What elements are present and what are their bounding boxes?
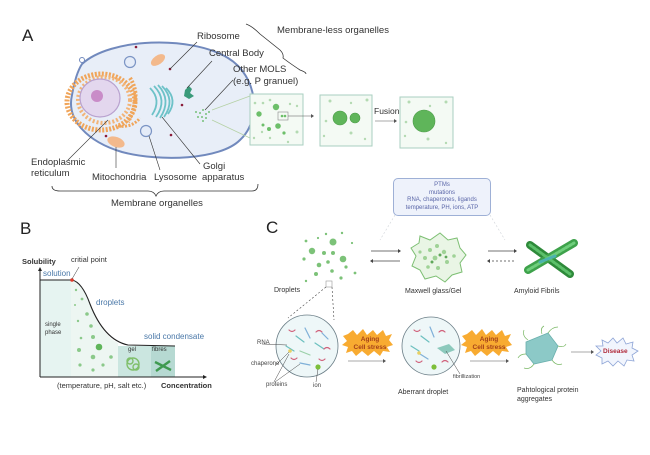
panel-b-letter: B [20, 219, 32, 238]
x-axis-label: Concentration [161, 381, 212, 390]
droplet-interior [275, 314, 339, 378]
membraneless-organelles-title: Membrane-less organelles [277, 25, 389, 36]
other-mols-example-label: (e.g. P granuel) [233, 76, 299, 87]
er-label-line2: reticulum [31, 168, 70, 179]
glass-gel-shape [410, 232, 467, 283]
factor-rna-chaperones-ligands: RNA, chaperones, ligands [407, 197, 477, 203]
pathological-label-line2: aggregates [517, 396, 553, 403]
golgi-label-line2: apparatus [202, 172, 245, 183]
droplet-box-1 [249, 93, 304, 146]
critical-point-marker [70, 278, 74, 282]
ion-label: ion [313, 383, 322, 389]
aberrant-droplet-label: Aberrant droplet [398, 389, 449, 396]
droplet-box-2 [319, 94, 373, 147]
phase-diagram [38, 266, 207, 379]
nucleolus-shape [91, 90, 103, 102]
pathological-label-line1: Pahtological protein [517, 387, 579, 394]
cell-diagram [64, 41, 255, 159]
golgi-shape [149, 84, 174, 119]
x-axis-note: (temperature, pH, salt etc.) [57, 381, 147, 390]
endoplasmic-reticulum-shape [64, 71, 142, 133]
mitochondria-shape [107, 136, 125, 148]
fibres-icon [154, 360, 172, 372]
lysosome-label: Lysosome [154, 172, 197, 183]
droplets-phase-label: droplets [96, 298, 125, 307]
factor-mutations: mutations [428, 189, 455, 196]
chaperone-label: chaperone [251, 361, 280, 367]
mitochondria-label: Mitochondria [92, 172, 147, 183]
fibres-label: fibres [152, 347, 167, 353]
stress-badge-2-line1: Aging [479, 336, 499, 343]
y-axis-label: Solubility [22, 257, 56, 266]
golgi-label-line1: Golgi [203, 161, 226, 172]
membrane-brace [51, 183, 259, 198]
gel-icon [126, 357, 140, 371]
pathological-aggregate-shape [517, 325, 567, 369]
disease-burst-shape [595, 337, 639, 367]
amyloid-fibrils-shape [524, 239, 578, 278]
aberrant-droplet [401, 316, 461, 376]
stress-badge-1-shape [342, 329, 393, 356]
amyloid-fibrils-label: Amyloid Fibrils [514, 288, 560, 295]
rna-label: RNA [257, 340, 270, 346]
droplets-cluster [302, 231, 357, 283]
glass-gel-label: Maxwell glass/Gel [405, 288, 462, 295]
droplet-box-3 [399, 96, 454, 149]
stress-badge-2-shape [461, 329, 512, 356]
ribosome-label: Ribosome [197, 31, 240, 42]
stress-badge-2-line2: Cell stress [472, 343, 506, 351]
fibrillization-label: fibrillization [453, 374, 481, 380]
stress-badge-1-line1: Aging [360, 336, 380, 343]
lysosome-shape [139, 124, 153, 138]
droplets-label: Droplets [274, 287, 301, 294]
panel-a-letter: A [22, 26, 34, 45]
disease-label: Disease [603, 348, 628, 355]
fusion-label: Fusion [374, 106, 400, 116]
stress-badge-1-line2: Cell stress [353, 343, 387, 351]
proteins-label: proteins [266, 382, 288, 388]
other-mols-label: Other MOLS [233, 64, 287, 75]
er-label-line1: Endoplasmic [31, 157, 86, 168]
factor-ptms: PTMs [434, 182, 450, 188]
panel-c-letter: C [266, 218, 279, 237]
solid-condensate-label: solid condensate [144, 332, 205, 341]
gel-label: gel [128, 347, 137, 353]
ion-marker [315, 364, 321, 370]
central-body-shape [184, 86, 194, 99]
single-phase-label-line1: single [45, 322, 61, 328]
membrane-organelles-title: Membrane organelles [111, 198, 203, 209]
stress-badge-1: Aging Cell stress [348, 336, 392, 351]
solution-label: solution [43, 269, 71, 278]
leader-lines-a [67, 41, 234, 171]
p-granule-shape [195, 109, 210, 122]
factor-temperature-ph-ions-atp: temperature, PH, ions, ATP [405, 204, 479, 211]
stress-badge-2: Aging Cell stress [467, 336, 511, 351]
modulating-factors-box: PTMs mutations RNA, chaperones, ligands … [393, 178, 491, 216]
single-phase-label-line2: phase [45, 330, 62, 336]
membraneless-brace [245, 23, 307, 75]
central-body-label: Central Body [209, 48, 264, 59]
critical-point-label: critial point [71, 255, 107, 264]
solubility-curve [40, 279, 176, 347]
